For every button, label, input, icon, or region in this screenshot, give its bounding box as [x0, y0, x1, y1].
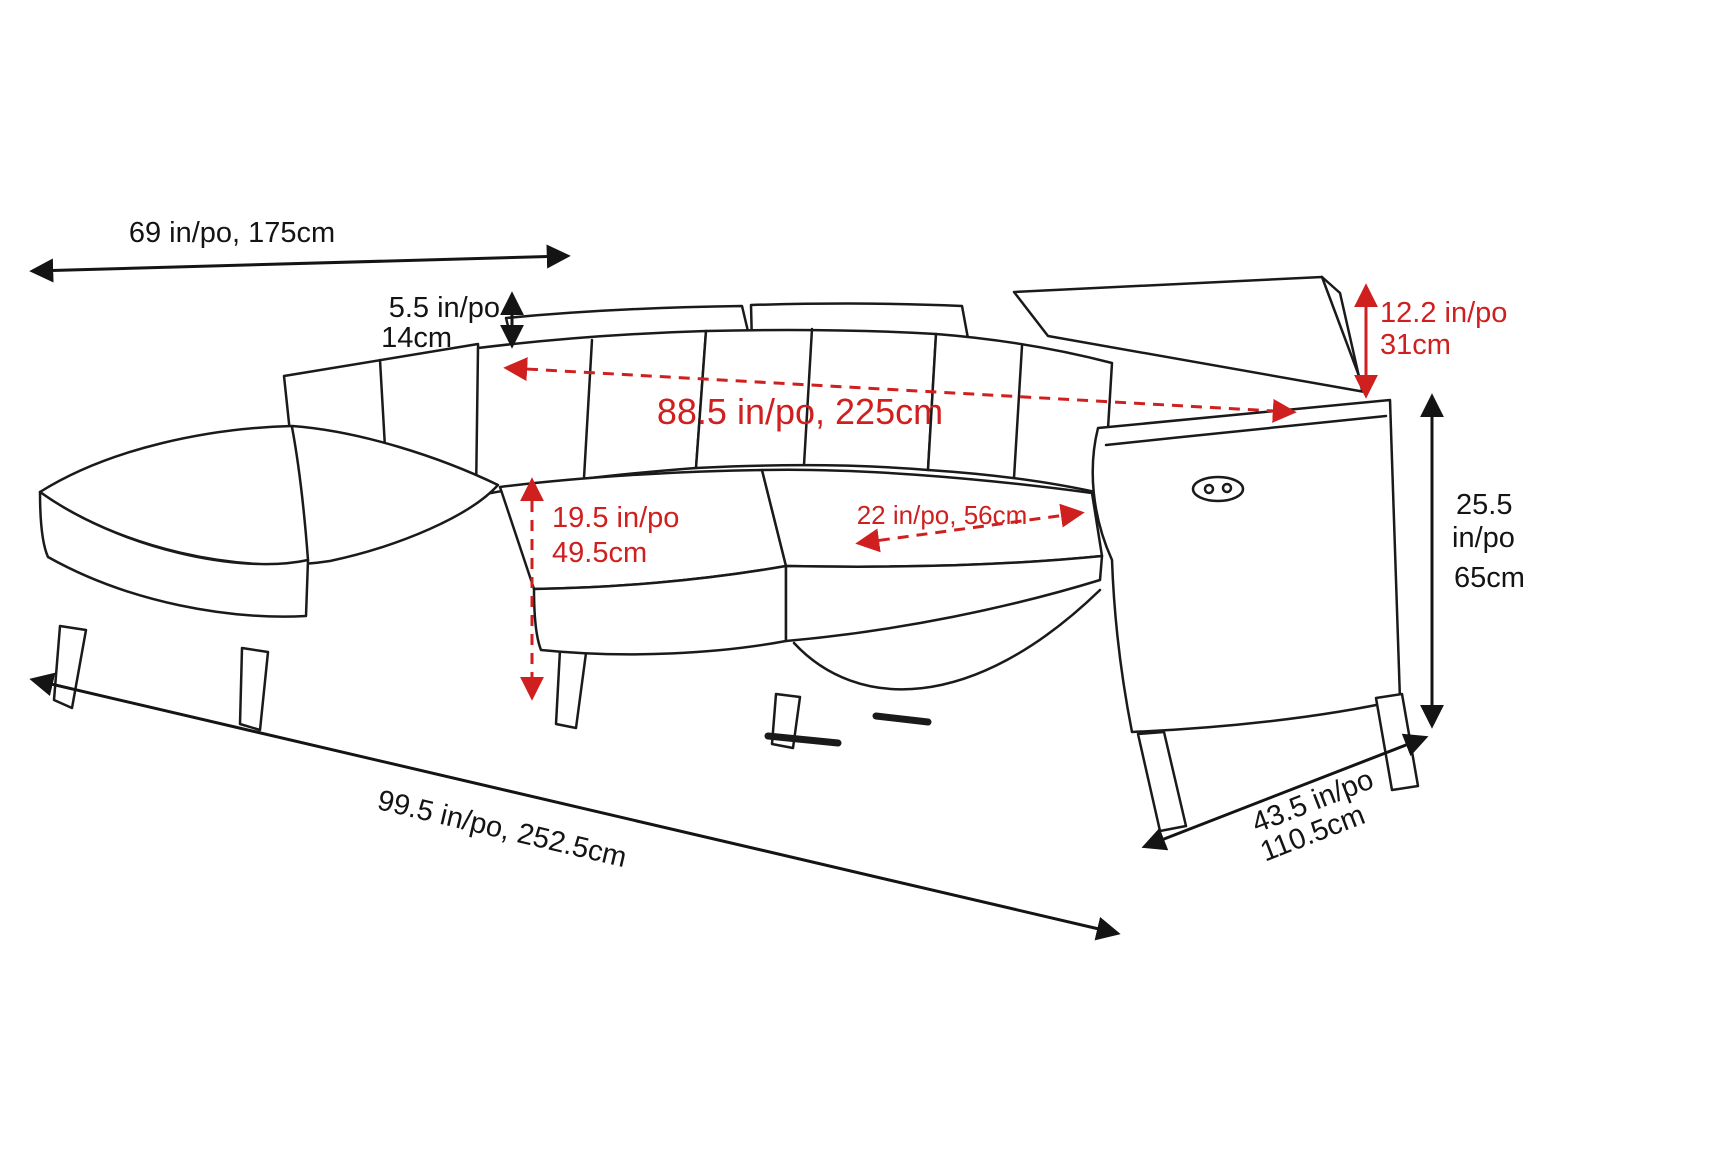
leg-middle-left — [554, 648, 588, 730]
leg-chaise-left — [52, 624, 88, 710]
arrow-total-depth — [1141, 733, 1429, 851]
chaise-front-face — [38, 490, 310, 618]
label-seat-depth: 22 in/po, 56cm — [857, 500, 1028, 530]
label-inner-width: 88.5 in/po, 225cm — [657, 391, 943, 432]
back-cushion-right — [926, 332, 1114, 496]
label-headrest-height-1: 5.5 in/po — [389, 292, 500, 324]
power-button-plate — [1191, 475, 1245, 503]
power-button-dot-left — [1203, 483, 1215, 495]
label-seat-height-1: 19.5 in/po — [552, 502, 679, 534]
base-foot-bar-2 — [872, 712, 932, 726]
chaise-cushion-seam — [290, 425, 310, 562]
power-button-dot-right — [1221, 482, 1233, 494]
arrow-inner-width — [503, 357, 1297, 423]
label-arm-height-1: 25.5 — [1456, 489, 1512, 521]
arrow-total-length — [29, 672, 1121, 941]
sofa-drawing — [38, 275, 1420, 833]
label-headrest-raised-2: 31cm — [1380, 329, 1451, 361]
arm-right — [1091, 398, 1402, 734]
arrow-back-width-top — [29, 244, 571, 283]
label-arm-height-2: in/po — [1452, 522, 1515, 554]
leg-chaise-right — [238, 646, 270, 732]
arm-top-edge — [1104, 414, 1388, 447]
seat-front-right — [784, 554, 1104, 643]
power-button — [1191, 475, 1245, 503]
label-arm-height-3: 65cm — [1454, 562, 1525, 594]
label-headrest-raised-1: 12.2 in/po — [1380, 297, 1507, 329]
dimension-lines — [29, 244, 1444, 941]
label-seat-height-2: 49.5cm — [552, 537, 647, 569]
label-back-width-top: 69 in/po, 175cm — [129, 217, 335, 249]
leg-arm-left — [1136, 730, 1188, 833]
label-total-length: 99.5 in/po, 252.5cm — [374, 784, 629, 874]
label-headrest-height-2: 14cm — [381, 322, 452, 354]
